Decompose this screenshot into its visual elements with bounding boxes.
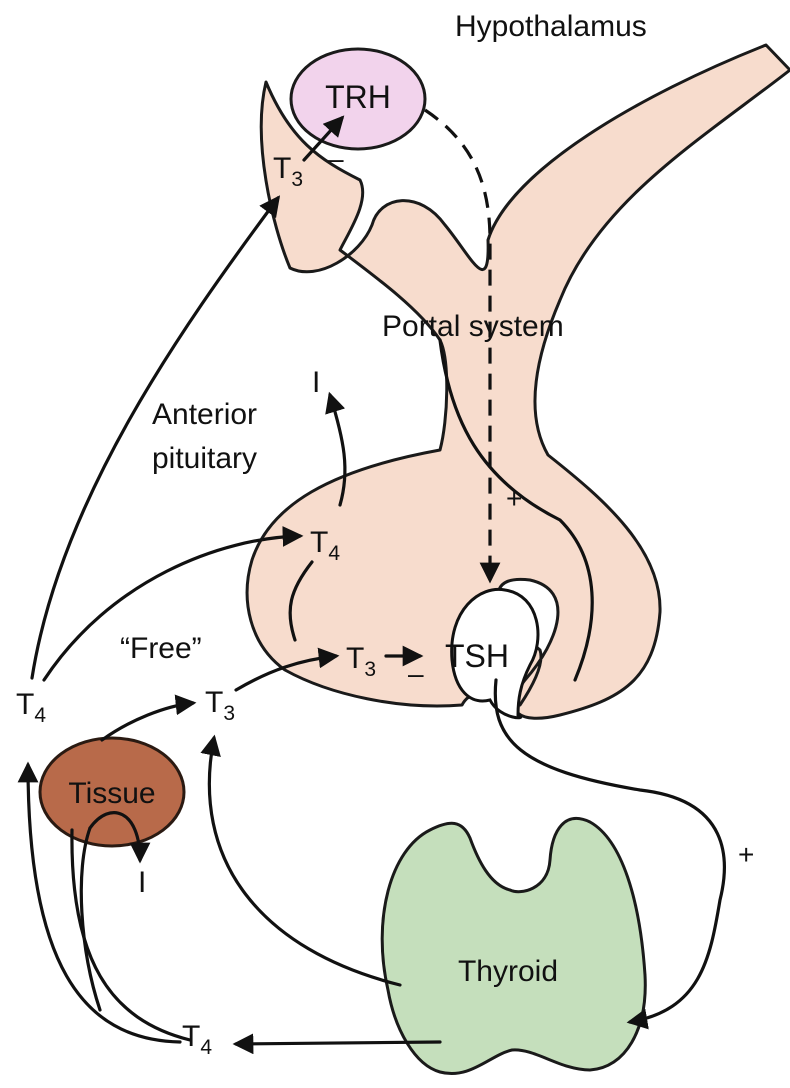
trh-inhibition-sign: – xyxy=(328,143,344,174)
iodide-top-label: I xyxy=(312,366,320,399)
thyroid-to-t4-arrow xyxy=(236,1042,440,1044)
thyroid-to-free-t3-arrow xyxy=(209,738,400,985)
t4-to-hypothalamus-arrow xyxy=(32,198,278,678)
t4-thyroid-output-label: T4 xyxy=(182,1020,212,1059)
hypothalamus-label: Hypothalamus xyxy=(455,10,647,43)
trh-label: TRH xyxy=(325,79,391,115)
tissue-to-free-t3-arrow xyxy=(102,703,193,740)
tsh-label: TSH xyxy=(445,638,509,674)
portal-system-label: Portal system xyxy=(382,310,564,343)
anterior-label: Anterior xyxy=(152,398,257,431)
free-label: “Free” xyxy=(120,632,202,665)
t4-plasma-label: T4 xyxy=(16,688,46,727)
t4-to-plasma-t4-arrow-3 xyxy=(81,828,100,1010)
tsh-inhibition-sign: – xyxy=(408,658,424,689)
t3-free-label: T3 xyxy=(205,686,235,725)
thyroid-gland xyxy=(382,818,645,1073)
iodide-bottom-label: I xyxy=(138,866,146,899)
thyroid-label: Thyroid xyxy=(458,955,558,988)
portal-plus-sign: + xyxy=(506,483,522,514)
pituitary-label: pituitary xyxy=(152,442,257,475)
tissue-label: Tissue xyxy=(68,777,155,810)
tsh-thyroid-plus-sign: + xyxy=(738,839,754,870)
